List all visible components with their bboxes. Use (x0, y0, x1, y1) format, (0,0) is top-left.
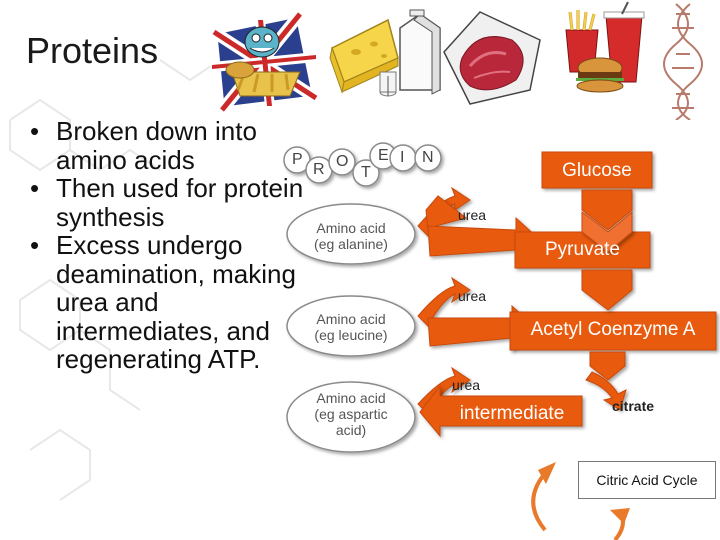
dna-icon (663, 3, 703, 120)
protein-letter: E (378, 147, 389, 164)
acetyl-coa-box (509, 311, 717, 351)
amino-acid-example: (eg alanine) (314, 236, 388, 252)
protein-letter: R (313, 161, 325, 178)
citrate-label: citrate (612, 398, 655, 414)
header-images (206, 1, 703, 120)
bullet-item: Broken down into amino acids (26, 117, 326, 174)
amino-acid-label: Amino acid (eg leucine) (291, 311, 411, 343)
steak-icon (443, 11, 541, 105)
protein-bead (414, 144, 442, 172)
glucose-box (541, 151, 653, 189)
amino-acid-example: (eg aspartic (314, 406, 388, 422)
amino-acid-circle (286, 381, 416, 453)
cycle-arrow-head (610, 508, 630, 524)
glucose-arrow (425, 195, 468, 229)
protein-letter: N (422, 149, 434, 166)
citrate-arrow (585, 371, 627, 411)
amino-acid-example: acid) (335, 422, 367, 438)
amino-acid-circle (286, 295, 416, 357)
bullet-item: Then used for protein synthesis (26, 174, 326, 231)
chevron-down-icon (581, 189, 633, 231)
urea-arrow-2 (417, 276, 471, 327)
pyruvate-label: Pyruvate (545, 239, 620, 260)
milk-carton-icon (379, 9, 441, 97)
amino-acid-label: Amino acid (eg alanine) (291, 220, 411, 252)
chevron-down-icon (581, 269, 633, 311)
protein-bead (328, 148, 356, 176)
fast-food-icon (565, 1, 645, 93)
chevron-down-icon (589, 351, 626, 381)
urea-label: urea (452, 377, 481, 393)
bullet-list: Broken down into amino acids Then used f… (26, 117, 326, 374)
cycle-arrow-head (538, 462, 556, 484)
amino-acid-name: Amino acid (316, 311, 386, 327)
urea-label: urea (458, 288, 487, 304)
british-flag-food-icon (206, 4, 324, 118)
protein-letter: T (361, 164, 371, 181)
chevron-down-icon (581, 210, 633, 253)
glucose-label: Glucose (562, 160, 632, 181)
amino-acid-example: (eg leucine) (314, 327, 388, 343)
protein-bead (352, 159, 380, 187)
slide-title: Proteins (26, 30, 159, 71)
intermediate-label: intermediate (459, 403, 565, 424)
acetyl-coa-label: Acetyl Coenzyme A (530, 319, 696, 340)
citric-acid-cycle-box: Citric Acid Cycle (578, 461, 716, 499)
bullet-item: Excess undergo deamination, making urea … (26, 231, 326, 374)
cheese-icon (329, 18, 399, 94)
protein-letter: O (336, 153, 349, 170)
intermediate-arrow-shape (419, 384, 583, 438)
urea-label: urea (458, 207, 487, 223)
protein-letter: P (292, 151, 303, 168)
amino-acid-label: Amino acid (eg aspartic acid) (291, 390, 411, 438)
amino-acid-name: Amino acid (316, 220, 386, 236)
amino-acid-circle (286, 203, 416, 265)
protein-letter: I (400, 149, 405, 166)
amino-acid-name: Amino acid (316, 390, 386, 406)
